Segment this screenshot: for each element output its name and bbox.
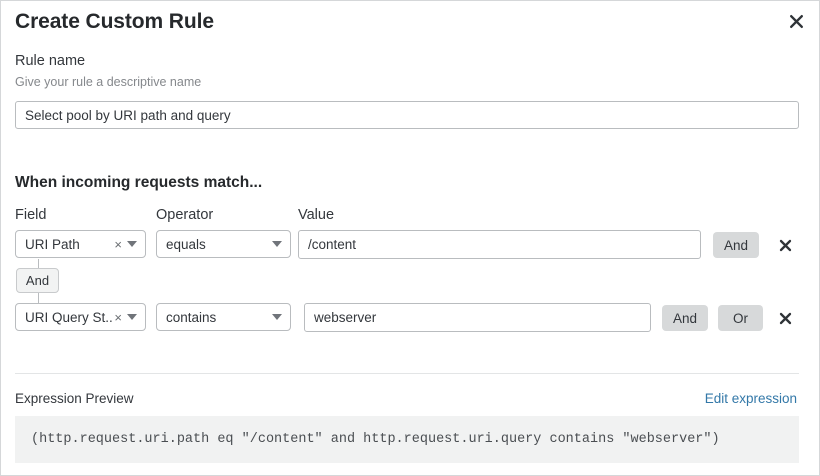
match-section-heading: When incoming requests match... [15, 174, 263, 191]
clear-icon[interactable]: × [114, 309, 122, 325]
and-button-row-2[interactable]: And [662, 305, 708, 331]
column-header-operator: Operator [156, 207, 214, 223]
field-select-value-row-1: URI Path [25, 236, 80, 252]
delete-row-2-icon[interactable] [775, 308, 795, 328]
operator-select-row-1[interactable]: equals [156, 230, 291, 258]
rule-name-label: Rule name [15, 53, 86, 69]
dialog-title: Create Custom Rule [15, 10, 214, 33]
chevron-down-icon [272, 314, 282, 320]
rule-name-input[interactable] [15, 101, 799, 129]
operator-select-value-row-2: contains [166, 309, 217, 325]
column-header-value: Value [298, 207, 335, 223]
column-header-field: Field [15, 207, 47, 223]
clear-icon[interactable]: × [114, 236, 122, 252]
or-button-row-2[interactable]: Or [718, 305, 763, 331]
value-input-row-2[interactable] [304, 303, 651, 332]
edit-expression-link[interactable]: Edit expression [704, 391, 797, 406]
connector-line-top [38, 259, 39, 268]
section-divider [15, 373, 799, 374]
chevron-down-icon [127, 314, 137, 320]
delete-row-1-icon[interactable] [775, 235, 795, 255]
expression-preview-code: (http.request.uri.path eq "/content" and… [15, 416, 799, 463]
close-icon[interactable] [783, 8, 809, 34]
value-input-row-1[interactable] [298, 230, 701, 259]
chevron-down-icon [272, 241, 282, 247]
row-connector-and-badge[interactable]: And [16, 268, 59, 293]
field-select-row-2[interactable]: URI Query St... × [15, 303, 146, 331]
field-select-row-1[interactable]: URI Path × [15, 230, 146, 258]
field-select-value-row-2: URI Query St... [25, 309, 113, 325]
operator-select-value-row-1: equals [166, 236, 206, 252]
rule-name-hint: Give your rule a descriptive name [15, 75, 202, 89]
and-button-row-1[interactable]: And [713, 232, 759, 258]
expression-preview-label: Expression Preview [15, 391, 134, 406]
chevron-down-icon [127, 241, 137, 247]
connector-line-bottom [38, 293, 39, 303]
operator-select-row-2[interactable]: contains [156, 303, 291, 331]
